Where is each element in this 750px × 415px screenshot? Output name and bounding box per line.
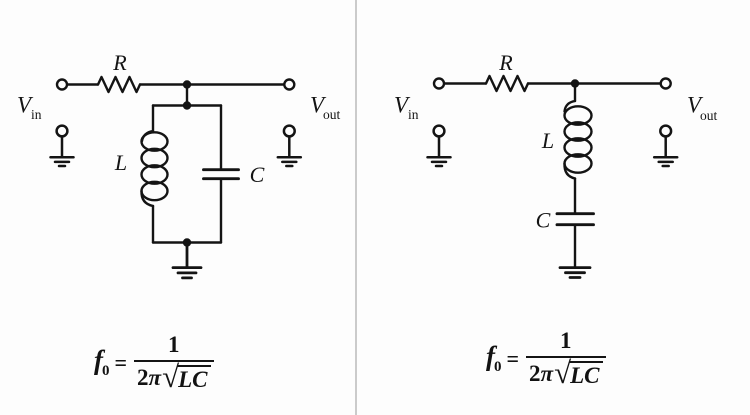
resistor-label: R — [112, 50, 127, 75]
ground-terminal — [282, 124, 296, 138]
ground-symbol — [558, 266, 592, 279]
f0-symbol: f0 — [94, 345, 110, 380]
capacitor-symbol — [202, 104, 240, 244]
radicand: LC — [569, 361, 603, 389]
ground-terminal — [432, 124, 446, 138]
inductor-symbol — [140, 104, 169, 244]
vout-label: V — [310, 93, 327, 118]
radical-sign: √ — [162, 359, 180, 394]
right-circuit: R L C V in V out — [394, 50, 718, 279]
ground-terminal — [659, 124, 673, 138]
ground-symbol — [276, 124, 303, 168]
inductor-label: L — [541, 128, 554, 153]
vin-terminal — [432, 77, 446, 90]
vout-terminal — [283, 78, 296, 91]
radicand: LC — [177, 365, 211, 393]
inductor-symbol — [563, 85, 593, 214]
vin-label: V — [394, 93, 411, 118]
ground-symbol — [652, 124, 679, 168]
vin-label-sub: in — [408, 107, 419, 122]
vout-label-sub: out — [700, 108, 718, 123]
inductor-label: L — [114, 150, 127, 175]
resistor-label: R — [498, 50, 513, 75]
ground-symbol — [426, 124, 452, 168]
numerator: 1 — [134, 333, 214, 362]
f0-symbol: f0 — [486, 341, 502, 376]
resistor-symbol — [96, 75, 142, 94]
vout-label: V — [687, 93, 704, 118]
ground-symbol — [49, 124, 75, 168]
ground-terminal — [55, 124, 69, 138]
resistor-symbol — [484, 74, 530, 93]
junction-dot — [182, 238, 192, 247]
radical-sign: √ — [554, 355, 572, 390]
ground-symbol — [171, 244, 203, 280]
capacitor-symbol — [555, 212, 595, 268]
numerator: 1 — [526, 329, 606, 358]
vout-label-sub: out — [323, 107, 341, 122]
capacitor-label: C — [250, 162, 265, 187]
panel-divider — [355, 0, 357, 415]
vout-terminal — [659, 77, 672, 90]
equals-sign: = — [114, 350, 128, 376]
equals-sign: = — [506, 346, 520, 372]
vin-label: V — [17, 93, 34, 118]
junction-dot — [570, 79, 580, 88]
capacitor-label: C — [536, 208, 551, 233]
vin-terminal — [55, 78, 69, 91]
vin-label-sub: in — [31, 107, 42, 122]
left-circuit: R L C V in V out — [17, 50, 341, 280]
